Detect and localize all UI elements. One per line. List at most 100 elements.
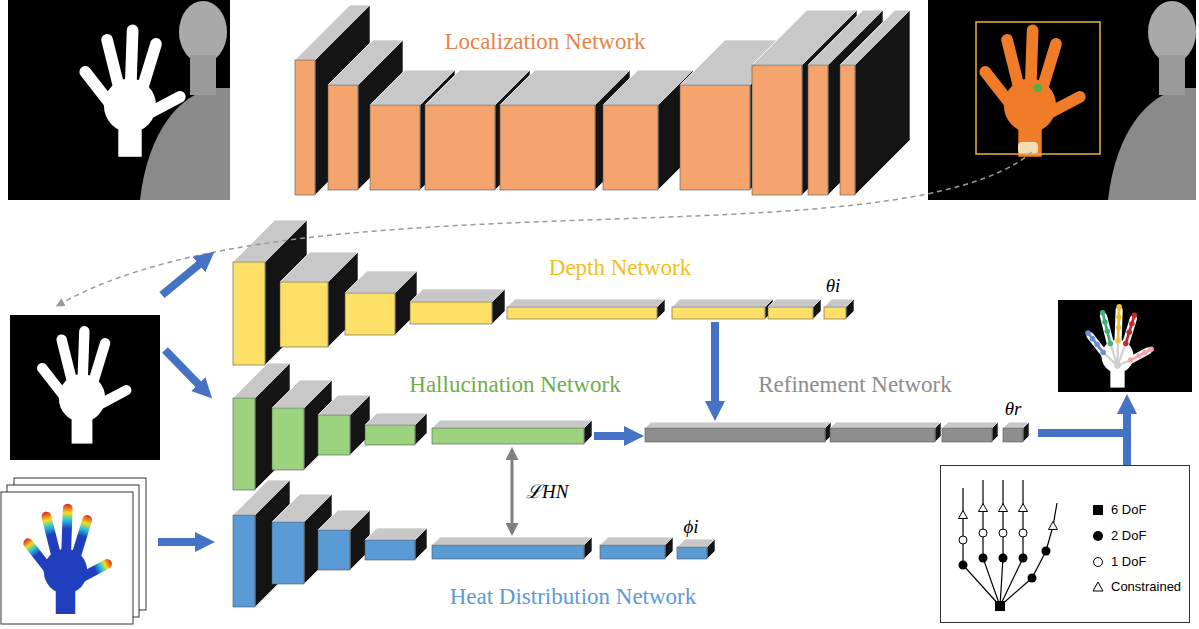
layer-top	[410, 289, 505, 302]
hand-finger	[1035, 37, 1064, 97]
legend-row: 6 DoF	[1092, 502, 1146, 518]
layer-front	[318, 530, 350, 570]
layer-side	[415, 528, 427, 560]
person-neck	[1159, 55, 1185, 95]
layer-front	[677, 547, 707, 559]
skeleton-joint	[1102, 319, 1108, 325]
kinematic-tree	[959, 480, 1058, 611]
hand-finger	[100, 33, 127, 97]
hand-silhouette	[77, 24, 188, 156]
layer-top	[942, 422, 998, 428]
layer-side	[584, 420, 592, 444]
joint-2dof	[1019, 554, 1028, 563]
layer-top	[830, 422, 941, 428]
hand-cropped	[35, 326, 133, 444]
layer-front	[830, 428, 935, 442]
joint-1dof	[979, 529, 987, 537]
person-body	[1108, 88, 1196, 200]
layer-side	[935, 422, 941, 442]
skeleton-joint	[1090, 336, 1096, 342]
layer-front	[410, 302, 492, 324]
legend-marker	[1092, 530, 1104, 542]
skeleton-root	[1114, 362, 1121, 369]
person-silhouette	[1108, 1, 1196, 200]
layer-front	[507, 307, 657, 319]
layer-front	[272, 522, 304, 584]
network-title: Heat Distribution Network	[450, 584, 697, 610]
hand-finger	[77, 326, 89, 386]
person-head	[179, 1, 227, 63]
flow-connector	[711, 322, 719, 405]
skeleton-joint	[1128, 357, 1134, 363]
layer-front	[645, 428, 825, 442]
skeleton-joint	[1116, 314, 1122, 320]
tree-bone	[1000, 480, 1003, 606]
layer-front	[365, 540, 415, 560]
parameter-symbol: θi	[826, 275, 841, 297]
layer-side	[846, 299, 854, 319]
hand-finger	[61, 504, 73, 560]
skeleton-joint	[1129, 321, 1135, 327]
legend-row: 2 DoF	[1092, 528, 1146, 544]
flow-arrow	[1123, 410, 1131, 466]
heat-hand	[21, 504, 113, 614]
layer-front	[942, 428, 992, 442]
layer-side	[855, 10, 910, 195]
hand-output	[1085, 304, 1154, 388]
joint-1dof	[999, 529, 1007, 537]
skeleton-joint	[1108, 341, 1114, 347]
joint-2dof	[999, 554, 1008, 563]
joint-2dof	[1093, 531, 1103, 541]
legend-row: 1 DoF	[1092, 554, 1146, 570]
loss-label: ℒHN	[524, 481, 570, 503]
layer-front	[840, 65, 855, 195]
layer-side	[992, 422, 998, 442]
flow-arrow	[162, 262, 202, 295]
layer-front	[233, 398, 255, 490]
layer-front	[752, 65, 802, 195]
layer-side	[415, 413, 427, 445]
layer-front	[233, 262, 265, 365]
layer-front	[328, 85, 358, 190]
layer-top	[672, 299, 773, 307]
skeleton-bone	[1131, 349, 1151, 360]
skeleton-joint	[1123, 341, 1129, 347]
hand-finger	[73, 557, 113, 585]
skeleton-bone	[1088, 333, 1103, 353]
tree-bone	[983, 480, 1000, 606]
layer-top	[432, 537, 592, 545]
layer-side	[657, 299, 665, 319]
joint-constrained	[1093, 582, 1103, 591]
hand-finger	[69, 514, 93, 564]
hand-finger	[55, 333, 79, 390]
layer-front	[603, 105, 658, 190]
layer-front	[680, 85, 750, 190]
hand-finger	[1025, 24, 1039, 91]
hand-finger	[1099, 312, 1115, 351]
skeleton-joint	[1136, 353, 1142, 359]
joint-1dof	[1019, 529, 1027, 537]
joint-6dof	[1093, 505, 1103, 515]
network-layers	[233, 220, 854, 365]
legend-marker	[1092, 556, 1104, 568]
network-layers	[645, 422, 1029, 442]
layer-top	[645, 422, 831, 428]
hand-finger	[125, 24, 139, 91]
bounding-box	[976, 22, 1100, 154]
layer-front	[272, 408, 304, 470]
skeleton-bone	[1103, 313, 1111, 344]
skeleton-bone	[1126, 315, 1135, 343]
flow-connector	[594, 432, 628, 440]
flow-arrow	[165, 350, 201, 387]
output-image	[1058, 300, 1192, 392]
layer-side	[584, 537, 592, 559]
cropped-image	[10, 315, 160, 460]
layer-front	[425, 105, 495, 190]
skeleton-joint	[1126, 329, 1132, 335]
network-layers	[295, 5, 910, 195]
joint-2dof	[1028, 574, 1037, 583]
hand-finger	[86, 337, 111, 391]
person-body	[140, 88, 230, 200]
